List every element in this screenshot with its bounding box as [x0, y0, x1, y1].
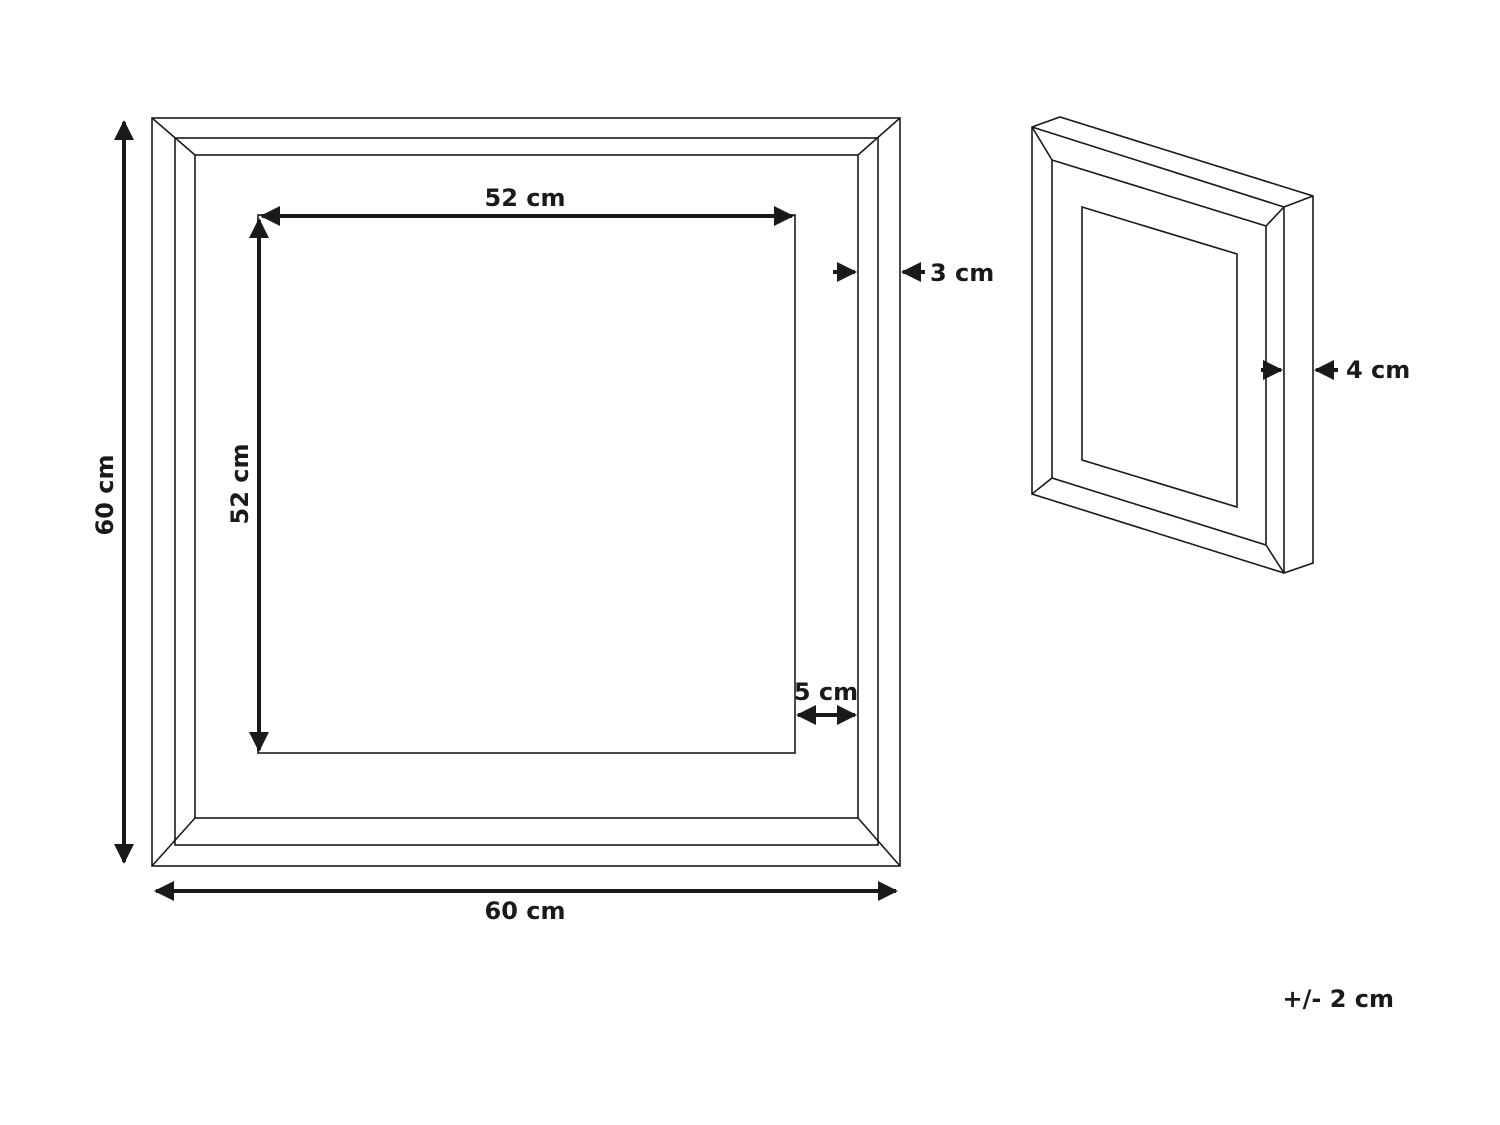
frame-width-label: 3 cm [930, 259, 994, 287]
perspective-picture-opening [1081, 205, 1238, 509]
inner-width-label: 52 cm [485, 184, 566, 212]
outer-height-label: 60 cm [91, 455, 119, 536]
perspective-outline [1031, 116, 1314, 574]
tolerance-note: +/- 2 cm [1283, 985, 1394, 1013]
miter-bottom-right [857, 817, 901, 867]
perspective-miter-tl [1031, 126, 1053, 161]
frame-inner-edge [194, 154, 859, 819]
miter-bottom-left [151, 817, 196, 867]
perspective-frame [1031, 116, 1338, 574]
depth-label: 4 cm [1346, 356, 1410, 384]
front-frame [151, 117, 901, 867]
outer-width-label: 60 cm [485, 897, 566, 925]
perspective-top-front-edge [1031, 126, 1285, 208]
frame-bevel-edge [174, 137, 879, 846]
miter-top-left [151, 117, 196, 156]
mat-width-label: 5 cm [794, 678, 858, 706]
inner-height-label: 52 cm [226, 444, 254, 525]
frame-outer-edge [151, 117, 901, 867]
perspective-inner-edge [1051, 158, 1267, 547]
perspective-miter-bl [1031, 477, 1053, 495]
picture-opening [257, 214, 796, 754]
dimension-lines [114, 120, 925, 901]
miter-top-right [857, 117, 901, 156]
perspective-miter-tr [1265, 206, 1285, 227]
perspective-miter-br [1265, 544, 1285, 574]
perspective-corner-edge [1283, 195, 1314, 208]
